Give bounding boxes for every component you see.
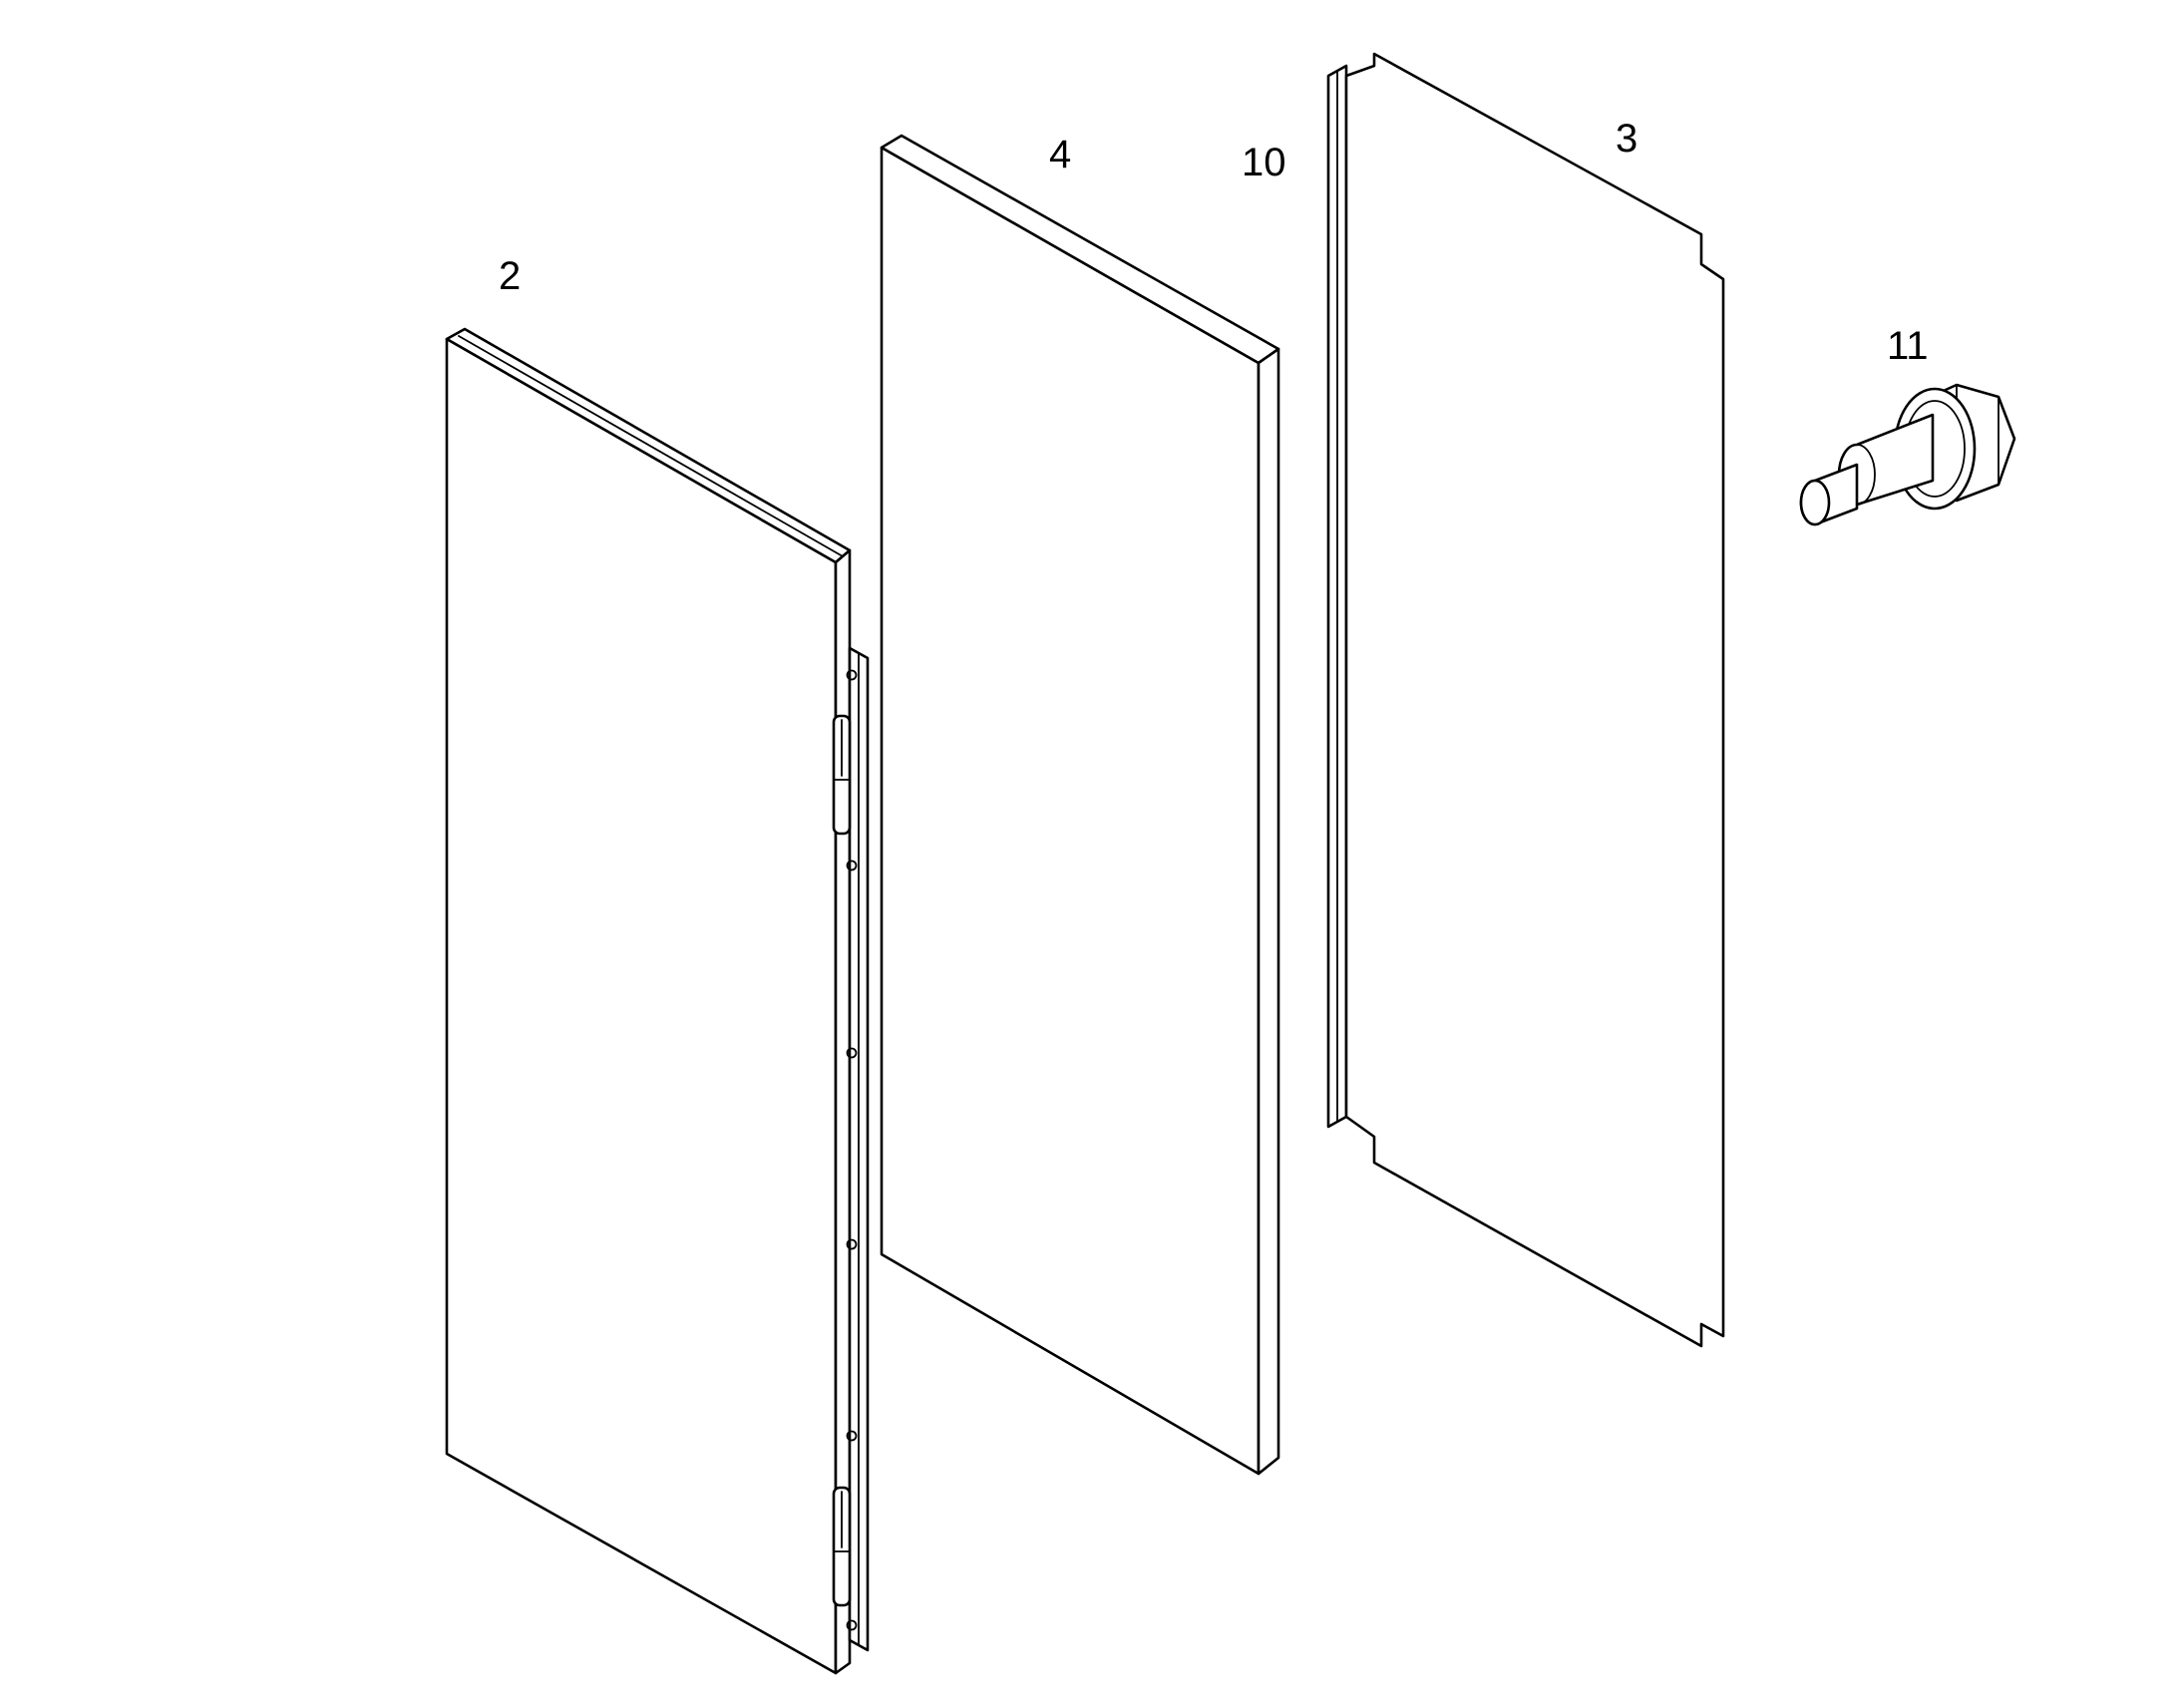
callout-label-insulation-panel: 4 bbox=[1049, 133, 1071, 176]
insulation-panel bbox=[880, 134, 1280, 1476]
back-plate-face bbox=[1344, 52, 1725, 1348]
door-front-face bbox=[445, 337, 838, 1675]
door-panel bbox=[445, 327, 870, 1675]
back-plate bbox=[1344, 52, 1725, 1348]
insulation-front-face bbox=[880, 146, 1261, 1476]
callout-label-back-plate: 3 bbox=[1616, 117, 1637, 161]
lower-hinge bbox=[832, 1486, 852, 1607]
callout-label-hinge-pin-bolt: 11 bbox=[1887, 324, 1929, 368]
upper-hinge bbox=[832, 714, 852, 836]
callout-label-gasket: 10 bbox=[1242, 141, 1286, 184]
callout-labels: 2 4 10 3 11 bbox=[499, 117, 1929, 368]
hinge-screw-holes bbox=[846, 669, 858, 1631]
callout-label-door-panel: 2 bbox=[499, 254, 521, 298]
bolt-pin-end bbox=[1799, 479, 1831, 526]
hinge-pin-bolt bbox=[1799, 383, 2016, 526]
gasket bbox=[1326, 64, 1348, 1129]
insulation-side-edge bbox=[1257, 347, 1280, 1476]
